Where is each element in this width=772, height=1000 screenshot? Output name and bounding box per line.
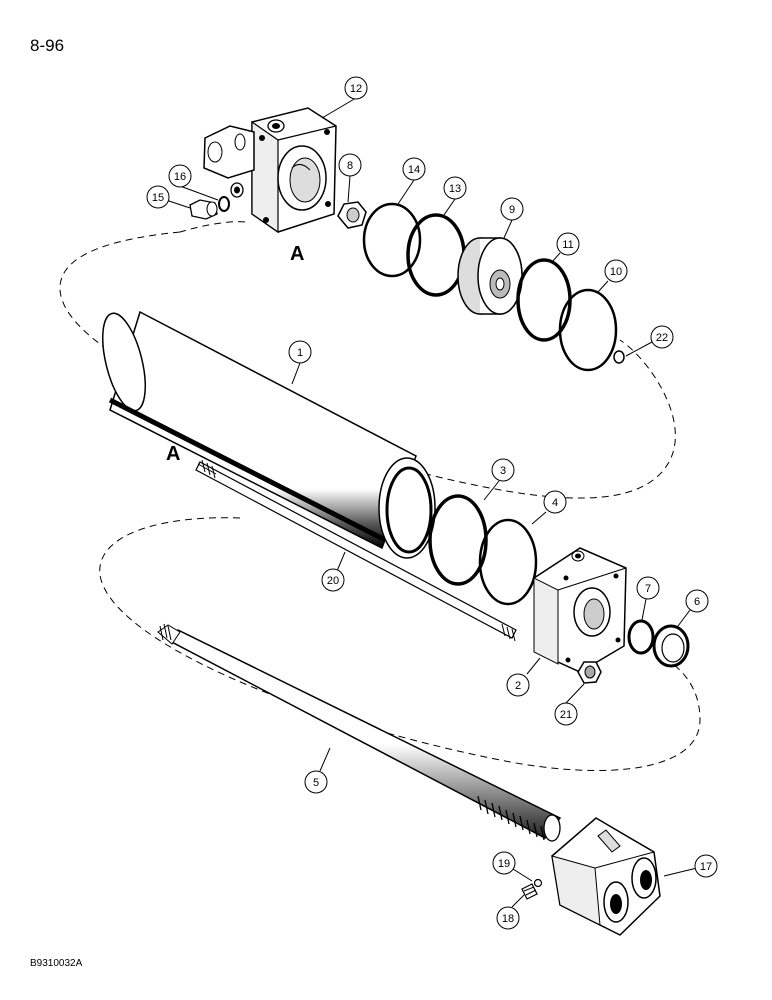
part-5-piston-rod (157, 623, 562, 842)
part-4-backup-ring (478, 518, 538, 606)
svg-text:14: 14 (408, 164, 420, 176)
part-14-backup-ring (362, 202, 422, 278)
callout-6: 6 (685, 589, 709, 613)
callout-21: 21 (554, 702, 578, 726)
svg-text:18: 18 (502, 913, 514, 925)
svg-text:17: 17 (700, 861, 712, 873)
svg-text:21: 21 (560, 709, 572, 721)
callout-14: 14 (402, 157, 426, 181)
part-6-wiper (652, 624, 690, 668)
callout-16: 16 (168, 164, 192, 188)
part-10-wear-ring (558, 288, 618, 372)
callout-19: 19 (492, 851, 516, 875)
svg-text:4: 4 (552, 497, 558, 509)
part-12-head-cap (203, 107, 337, 234)
callout-8: 8 (338, 153, 362, 177)
callout-22: 22 (650, 325, 674, 349)
assembly-loop-upper-top (179, 221, 246, 233)
part-21-nut (577, 661, 602, 684)
svg-text:20: 20 (327, 575, 339, 587)
part-20-tie-rod (195, 459, 517, 642)
svg-text:11: 11 (562, 239, 573, 251)
part-7-rod-seal (627, 619, 655, 655)
ref-letter-a-tube: A (166, 443, 180, 465)
part-19-ball (533, 878, 543, 888)
page-number: 8-96 (30, 36, 65, 55)
svg-text:8: 8 (347, 160, 353, 172)
part-22-o-ring (613, 350, 625, 364)
part-15-plug (189, 199, 218, 220)
part-1-barrel-tube (102, 310, 436, 559)
callout-3: 3 (491, 458, 515, 482)
svg-text:10: 10 (610, 266, 622, 278)
callout-12: 12 (344, 76, 368, 100)
callout-17: 17 (694, 854, 718, 878)
part-9-piston (457, 237, 523, 315)
callout-20: 20 (321, 568, 345, 592)
callout-13: 13 (443, 176, 467, 200)
svg-text:13: 13 (449, 183, 461, 195)
ref-letter-a-top: A (290, 243, 304, 265)
callout-9: 9 (500, 197, 524, 221)
callout-4: 4 (543, 490, 567, 514)
svg-text:7: 7 (645, 583, 651, 595)
svg-text:22: 22 (656, 332, 668, 344)
callout-2: 2 (506, 673, 530, 697)
part-3-o-ring (428, 494, 488, 586)
callout-15: 15 (146, 185, 170, 209)
part-8-nut (337, 201, 367, 229)
svg-text:3: 3 (500, 465, 506, 477)
svg-text:1: 1 (297, 347, 303, 359)
part-11-o-ring (516, 258, 572, 342)
callout-11: 11 (556, 232, 580, 256)
part-2-rod-gland (533, 547, 627, 673)
svg-text:19: 19 (498, 858, 510, 870)
svg-text:12: 12 (350, 83, 362, 95)
svg-text:6: 6 (694, 596, 700, 608)
callout-10: 10 (604, 259, 628, 283)
callout-5: 5 (304, 770, 328, 794)
callout-18: 18 (496, 906, 520, 930)
assembly-loop-lower (99, 517, 701, 772)
callout-7: 7 (636, 576, 660, 600)
figure-code: B9310032A (30, 958, 83, 969)
svg-text:9: 9 (509, 204, 515, 216)
svg-text:15: 15 (152, 192, 164, 204)
svg-text:2: 2 (515, 680, 521, 692)
part-16-o-ring (218, 196, 230, 212)
part-17-clevis (551, 817, 661, 936)
svg-text:5: 5 (313, 777, 319, 789)
callout-1: 1 (288, 340, 312, 364)
part-18-set-screw (521, 883, 538, 900)
svg-text:16: 16 (174, 171, 186, 183)
